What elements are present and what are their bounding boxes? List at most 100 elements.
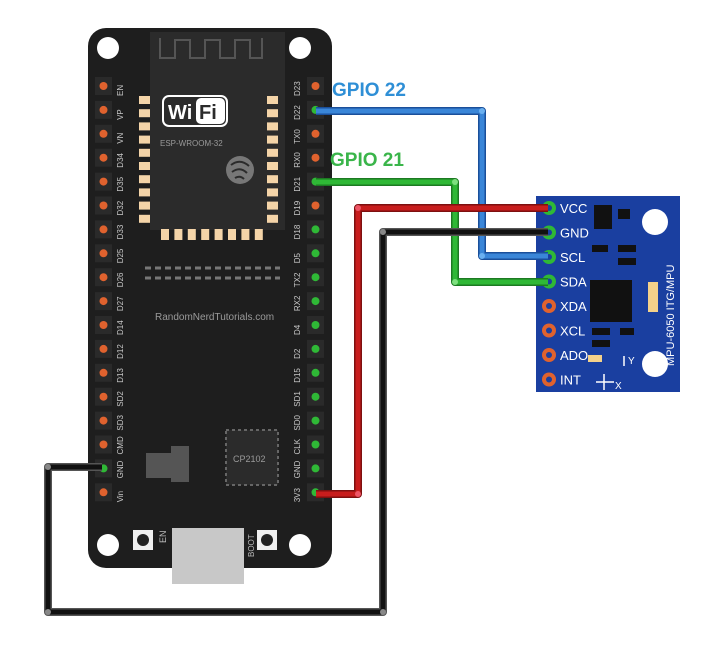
mpu-board-label: MPU-6050 ITG/MPU (665, 264, 677, 366)
pin-label-d33: D33 (116, 224, 125, 239)
pin-label-sd2: SD2 (116, 391, 125, 407)
left-pin-header: ENVPVND34D35D32D33D25D26D27D14D12D13SD2S… (95, 77, 125, 502)
mpu-pin-label-int: INT (560, 373, 581, 388)
website-text: RandomNerdTutorials.com (155, 312, 274, 323)
pin-label-d18: D18 (293, 224, 302, 239)
pin-label-rx2: RX2 (293, 295, 302, 311)
pin-label-en: EN (116, 85, 125, 96)
pin-label-d25: D25 (116, 248, 125, 263)
mpu-mount-hole (642, 209, 668, 235)
pin-d13 (99, 368, 108, 377)
wifi-logo (162, 95, 228, 127)
voltage-regulator-tab (171, 446, 189, 482)
module-pads-left (139, 96, 150, 223)
wire-joint (45, 464, 51, 470)
module-pad (267, 175, 278, 184)
boot-button-label: BOOT (247, 534, 256, 557)
pin-label-d23: D23 (293, 81, 302, 96)
module-pads-right (267, 96, 278, 223)
pin-d27 (99, 297, 108, 306)
pin-d2 (311, 344, 320, 353)
cp2102-chip (225, 429, 279, 486)
mpu6050-chip (590, 280, 632, 322)
pin-cmd (99, 440, 108, 449)
antenna-trace (159, 38, 263, 59)
pin-label-vn: VN (116, 132, 125, 143)
pin-d35 (99, 177, 108, 186)
pin-d25 (99, 249, 108, 258)
pin-label-d4: D4 (293, 324, 302, 335)
right-pin-header: D23D22TX0RX0D21D19D18D5TX2RX2D4D2D15SD1S… (293, 77, 324, 502)
pin-sd0 (311, 416, 320, 425)
module-pad (267, 109, 278, 118)
pin-en (99, 82, 108, 90)
wifi-module (150, 32, 285, 230)
pin-d15 (311, 368, 320, 377)
module-pad (267, 162, 278, 170)
pin-vin (99, 488, 108, 497)
voltage-regulator (146, 453, 171, 478)
mount-hole (289, 534, 311, 556)
pin-label-d27: D27 (116, 296, 125, 311)
wire-joint (355, 205, 361, 211)
en-button-cap[interactable] (137, 534, 149, 546)
pin-label-tx2: TX2 (293, 272, 302, 287)
mpu-pin-label-ado: ADO (560, 348, 588, 363)
module-pad (161, 229, 169, 240)
module-pad (139, 201, 150, 210)
pin-d32 (99, 201, 108, 210)
pin-label-vin: Vin (116, 491, 125, 502)
mount-hole (289, 37, 311, 59)
pin-label-d13: D13 (116, 368, 125, 383)
module-pads-bottom (161, 229, 263, 240)
mpu-component (618, 245, 636, 252)
mpu-regulator (594, 205, 612, 229)
mpu-component (592, 328, 610, 335)
mpu-pin-label-xcl: XCL (560, 324, 585, 339)
mpu-component (618, 209, 630, 219)
pin-label-gnd: GND (116, 460, 125, 478)
module-pad (139, 188, 150, 197)
pin-label-sd0: SD0 (293, 414, 302, 430)
module-pad (267, 96, 278, 104)
pin-vp (99, 105, 108, 114)
mpu-component (648, 282, 658, 312)
module-pad (187, 229, 196, 240)
mpu-pin-label-sda: SDA (560, 275, 587, 290)
pin-d14 (99, 321, 108, 329)
wifi-logo-badge (196, 98, 225, 124)
pin-label-sd3: SD3 (116, 414, 125, 430)
pin-label-cmd: CMD (116, 436, 125, 454)
boot-button-cap[interactable] (261, 534, 273, 546)
module-pad (267, 135, 278, 144)
mount-hole (97, 534, 119, 556)
module-pad (174, 229, 183, 240)
pin-clk (311, 440, 320, 449)
wire-vcc-outline (316, 204, 548, 498)
mpu-pin-label-gnd: GND (560, 226, 589, 241)
mpu-component (592, 340, 610, 347)
wire-gpio22 (316, 108, 548, 259)
pin-vn (99, 129, 108, 138)
pin-label-d22: D22 (293, 105, 302, 120)
pin-label-3v3: 3V3 (293, 488, 302, 503)
mpu-pin-hole (546, 327, 552, 334)
pin-sd1 (311, 392, 320, 401)
mpu-pin-hole (546, 376, 552, 383)
mpu-pin-label-scl: SCL (560, 250, 585, 265)
pin-d34 (99, 153, 108, 162)
module-pad (139, 122, 150, 131)
pin-label-vp: VP (116, 109, 125, 120)
module-pad (267, 122, 278, 131)
pin-tx0 (311, 129, 320, 138)
pin-label-gnd: GND (293, 460, 302, 478)
mpu-mount-hole (642, 351, 668, 377)
wire-joint (452, 279, 458, 285)
pin-d26 (99, 273, 108, 282)
gpio22-label: GPIO 22 (332, 80, 406, 101)
wire-joint (479, 253, 485, 259)
module-pad (241, 229, 250, 240)
module-name: ESP-WROOM-32 (160, 139, 223, 148)
